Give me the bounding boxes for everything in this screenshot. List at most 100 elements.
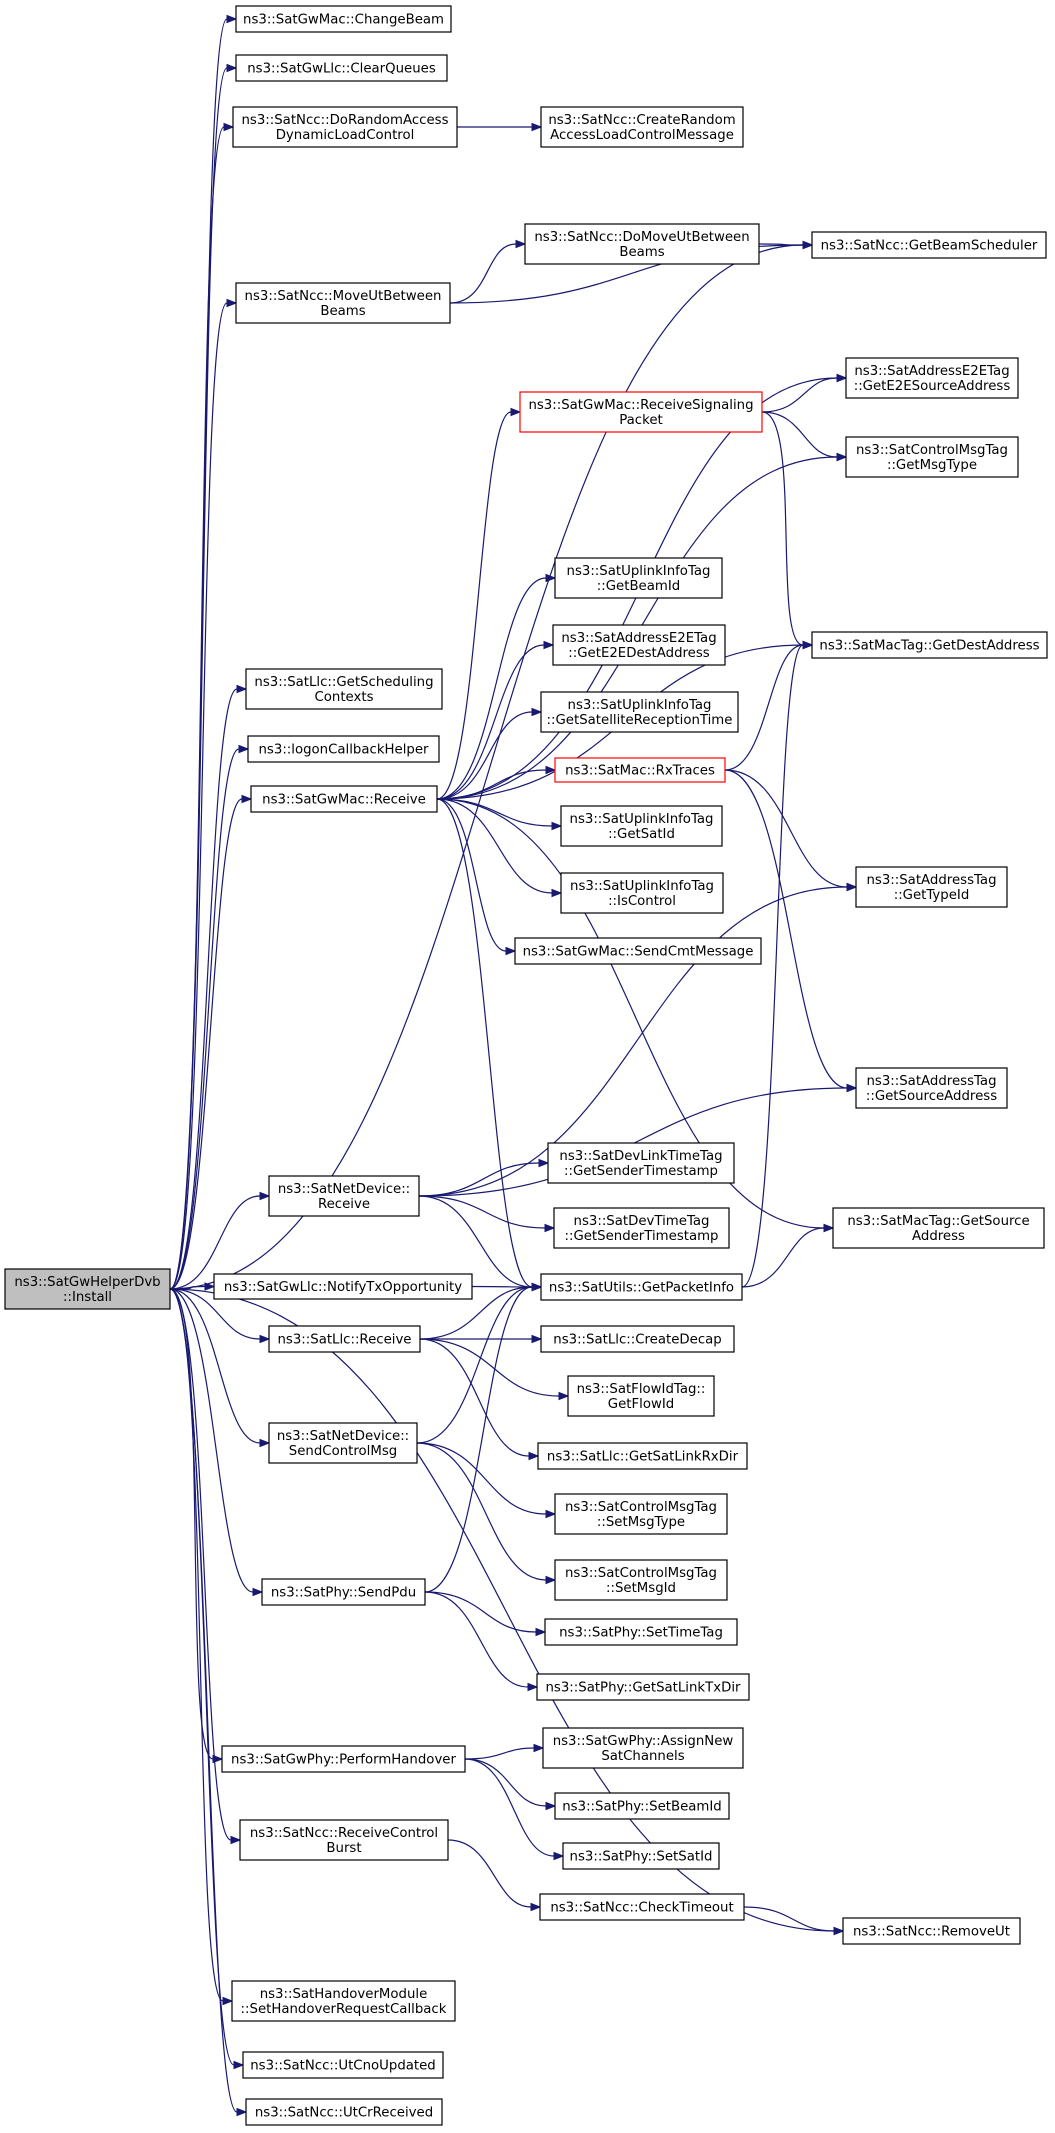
- edge-gwmacrecv-to-getpktinfo: [436, 798, 533, 1288]
- node-devlinkts[interactable]: ns3::SatDevLinkTimeTag::GetSenderTimesta…: [547, 1142, 735, 1184]
- node-clearqueues[interactable]: ns3::SatGwLlc::ClearQueues: [235, 54, 448, 82]
- node-gettypeid[interactable]: ns3::SatAddressTag::GetTypeId: [855, 866, 1008, 908]
- node-netdevrecv[interactable]: ns3::SatNetDevice::Receive: [268, 1175, 420, 1217]
- node-label: ns3::SatAddressE2ETag: [561, 631, 716, 646]
- edge-sendctrl-to-setmsgtype: [416, 1442, 547, 1515]
- node-e2esrc[interactable]: ns3::SatAddressE2ETag::GetE2ESourceAddre…: [845, 357, 1019, 399]
- edge-arrowhead: [236, 2107, 248, 2117]
- node-setsatid[interactable]: ns3::SatPhy::SetSatId: [562, 1842, 720, 1870]
- node-root[interactable]: ns3::SatGwHelperDvb::Install: [4, 1268, 171, 1310]
- node-box: [540, 106, 744, 148]
- node-label: ns3::SatPhy::SetSatId: [570, 1850, 713, 1865]
- node-gwmacrecv[interactable]: ns3::SatGwMac::Receive: [250, 785, 438, 813]
- node-label: ns3::SatLlc::CreateDecap: [553, 1333, 721, 1348]
- node-llcrecv[interactable]: ns3::SatLlc::Receive: [268, 1325, 421, 1353]
- node-getsatlinktx[interactable]: ns3::SatPhy::GetSatLinkTxDir: [536, 1673, 750, 1701]
- edge-arrowhead: [505, 946, 517, 956]
- node-box: [261, 1578, 426, 1606]
- node-getmsgtype[interactable]: ns3::SatControlMsgTag::GetMsgType: [845, 436, 1019, 478]
- node-getsrcaddr[interactable]: ns3::SatAddressTag::GetSourceAddress: [855, 1067, 1008, 1109]
- node-e2edest[interactable]: ns3::SatAddressE2ETag::GetE2EDestAddress: [552, 624, 726, 666]
- node-box: [554, 757, 726, 783]
- node-label: ::GetSatelliteReceptionTime: [547, 713, 733, 728]
- node-label: ns3::SatFlowIdTag::: [577, 1382, 706, 1397]
- node-getbeamid[interactable]: ns3::SatUplinkInfoTag::GetBeamId: [554, 557, 723, 599]
- nodes-layer: ns3::SatGwHelperDvb::Install ns3::SatGwMa…: [4, 5, 1048, 2126]
- node-getsatid[interactable]: ns3::SatUplinkInfoTag::GetSatId: [560, 805, 723, 847]
- edge-root-to-logon: [169, 748, 240, 1290]
- edge-arrowhead: [233, 2060, 245, 2070]
- edge-arrowhead: [226, 63, 238, 73]
- node-removeut[interactable]: ns3::SatNcc::RemoveUt: [842, 1917, 1021, 1945]
- edge-arrowhead: [531, 707, 543, 717]
- node-label: ns3::SatGwPhy::PerformHandover: [231, 1753, 456, 1768]
- node-label: ns3::SatHandoverModule: [260, 1987, 428, 2002]
- edge-recvsig-to-getmsgtype: [761, 411, 838, 458]
- edge-gwmacrecv-to-getbeamid: [436, 577, 547, 800]
- node-box: [4, 1268, 171, 1310]
- node-setmsgid[interactable]: ns3::SatControlMsgTag::SetMsgId: [554, 1559, 728, 1601]
- node-getflowid[interactable]: ns3::SatFlowIdTag::GetFlowId: [567, 1375, 715, 1417]
- node-label: Receive: [318, 1197, 370, 1212]
- edge-root-to-getbeamsched: [169, 244, 804, 1290]
- edge-perfhandover-to-setbeamid: [464, 1758, 547, 1807]
- node-iscontrol[interactable]: ns3::SatUplinkInfoTag::IsControl: [560, 872, 724, 914]
- node-getdest[interactable]: ns3::SatMacTag::GetDestAddress: [811, 631, 1048, 659]
- node-utcno[interactable]: ns3::SatNcc::UtCnoUpdated: [242, 2051, 444, 2079]
- node-createdecap[interactable]: ns3::SatLlc::CreateDecap: [540, 1325, 735, 1353]
- node-getbeamsched[interactable]: ns3::SatNcc::GetBeamScheduler: [811, 231, 1047, 259]
- node-sethandover[interactable]: ns3::SatHandoverModule::SetHandoverReque…: [231, 1980, 456, 2022]
- node-utcr[interactable]: ns3::SatNcc::UtCrReceived: [245, 2098, 443, 2126]
- edge-root-to-getsched: [169, 688, 238, 1290]
- node-getsatlinkrx[interactable]: ns3::SatLlc::GetSatLinkRxDir: [537, 1442, 748, 1470]
- node-label: ns3::SatNcc::DoRandomAccess: [241, 113, 448, 128]
- node-box: [239, 1819, 449, 1861]
- node-getsatrecv[interactable]: ns3::SatUplinkInfoTag::GetSatelliteRecep…: [540, 691, 739, 733]
- node-dorandom[interactable]: ns3::SatNcc::DoRandomAccessDynamicLoadCo…: [232, 106, 458, 148]
- node-notifytx[interactable]: ns3::SatGwLlc::NotifyTxOpportunity: [213, 1273, 473, 1300]
- node-perfhandover[interactable]: ns3::SatGwPhy::PerformHandover: [221, 1745, 466, 1773]
- node-box: [536, 1673, 750, 1701]
- node-label: ns3::SatNcc::GetBeamScheduler: [821, 239, 1038, 254]
- node-rxtraces[interactable]: ns3::SatMac::RxTraces: [554, 757, 726, 783]
- node-getpktinfo[interactable]: ns3::SatUtils::GetPacketInfo: [540, 1273, 743, 1301]
- node-sendcmt[interactable]: ns3::SatGwMac::SendCmtMessage: [514, 937, 762, 965]
- node-sendctrl[interactable]: ns3::SatNetDevice::SendControlMsg: [268, 1422, 418, 1464]
- node-setmsgtype[interactable]: ns3::SatControlMsgTag::SetMsgType: [554, 1493, 728, 1535]
- edge-arrowhead: [802, 240, 814, 250]
- node-mactagsrc[interactable]: ns3::SatMacTag::GetSourceAddress: [832, 1207, 1045, 1249]
- edge-arrowhead: [530, 1902, 542, 1912]
- edge-arrowhead: [802, 640, 814, 650]
- node-box: [842, 1917, 1021, 1945]
- node-createrandom[interactable]: ns3::SatNcc::CreateRandomAccessLoadContr…: [540, 106, 744, 148]
- edge-sendctrl-to-setmsgid: [416, 1442, 547, 1581]
- node-label: ns3::SatMacTag::GetDestAddress: [819, 639, 1039, 654]
- node-label: ns3::SatNcc::ReceiveControl: [250, 1826, 438, 1841]
- node-box: [250, 785, 438, 813]
- node-label: ns3::SatUplinkInfoTag: [570, 812, 714, 827]
- edge-netdevrecv-to-getsrcaddr: [418, 1087, 848, 1197]
- edge-netdevrecv-to-devlinkts: [418, 1162, 540, 1197]
- edge-domoveut-to-getbeamsched: [758, 243, 804, 246]
- node-label: Address: [912, 1229, 965, 1244]
- node-sendpdu[interactable]: ns3::SatPhy::SendPdu: [261, 1578, 426, 1606]
- node-setbeamid[interactable]: ns3::SatPhy::SetBeamId: [554, 1792, 730, 1820]
- node-logon[interactable]: ns3::logonCallbackHelper: [247, 735, 440, 763]
- edge-arrowhead: [528, 1451, 540, 1461]
- node-settimetag[interactable]: ns3::SatPhy::SetTimeTag: [544, 1618, 738, 1646]
- node-label: ns3::SatUplinkInfoTag: [568, 698, 712, 713]
- edge-gwmacrecv-to-sendcmt: [436, 798, 507, 952]
- node-devtimets[interactable]: ns3::SatDevTimeTag::GetSenderTimestamp: [553, 1207, 730, 1249]
- node-label: ns3::SatGwLlc::NotifyTxOpportunity: [224, 1280, 462, 1295]
- edge-gwmacrecv-to-rxtraces: [436, 769, 547, 800]
- node-label: ns3::SatNcc::DoMoveUtBetween: [534, 230, 749, 245]
- edge-root-to-recvctrl: [169, 1288, 232, 1841]
- node-checktimeout[interactable]: ns3::SatNcc::CheckTimeout: [539, 1893, 745, 1921]
- node-changebeam[interactable]: ns3::SatGwMac::ChangeBeam: [235, 5, 452, 33]
